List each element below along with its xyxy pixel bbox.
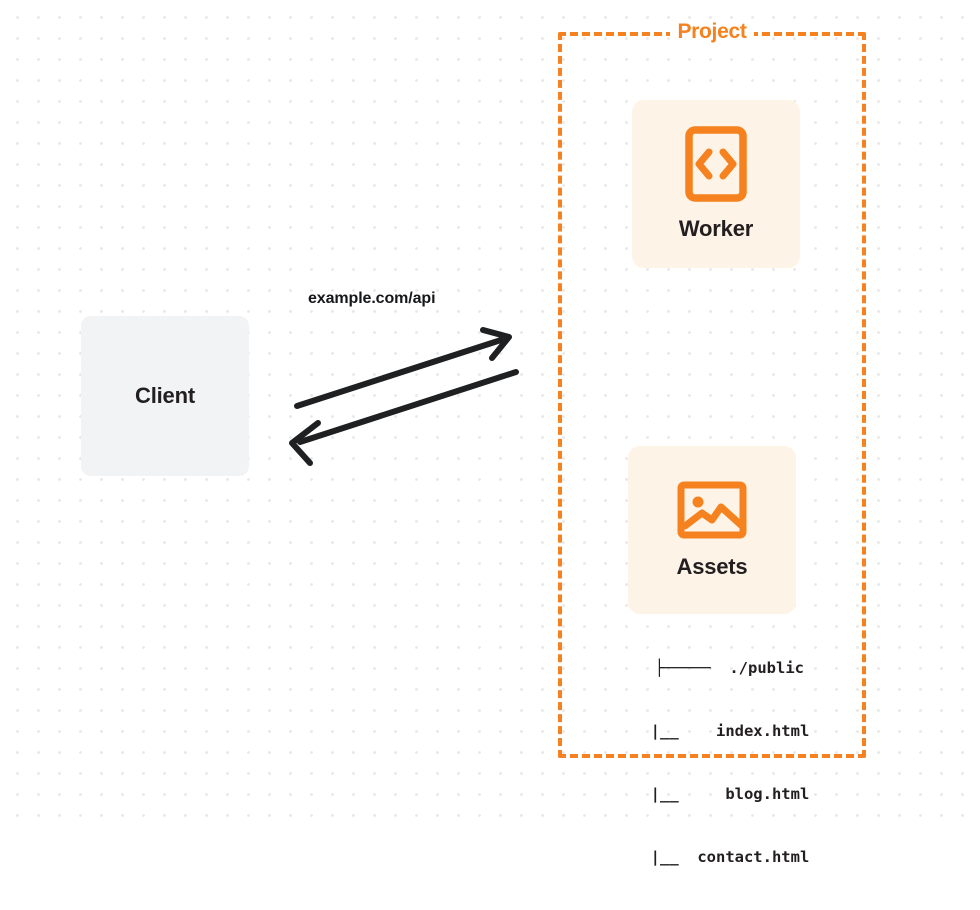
worker-label: Worker (678, 216, 754, 241)
client-node: Client (81, 316, 249, 476)
worker-card[interactable]: Worker (632, 100, 800, 268)
connection-label: example.com/api (308, 290, 436, 307)
arrow-project-to-client (289, 369, 519, 466)
file-tree-row: |__ contact.html (604, 848, 810, 866)
client-label: Client (135, 383, 195, 408)
image-icon (677, 480, 747, 540)
file-tree-row: ├───── ./public (654, 659, 804, 677)
assets-label: Assets (676, 554, 748, 579)
project-title: Project (558, 19, 866, 45)
file-tree-row: |__ blog.html (604, 785, 810, 803)
diagram-canvas: Client example.com/api Project Worker (0, 0, 980, 866)
file-tree-row: |__ index.html (604, 722, 810, 740)
assets-card[interactable]: Assets (628, 446, 796, 614)
code-brackets-icon (685, 126, 747, 202)
arrow-client-to-project (294, 327, 512, 409)
project-title-text: Project (670, 19, 754, 45)
assets-file-tree: ├───── ./public |__ index.html |__ blog.… (604, 616, 810, 910)
